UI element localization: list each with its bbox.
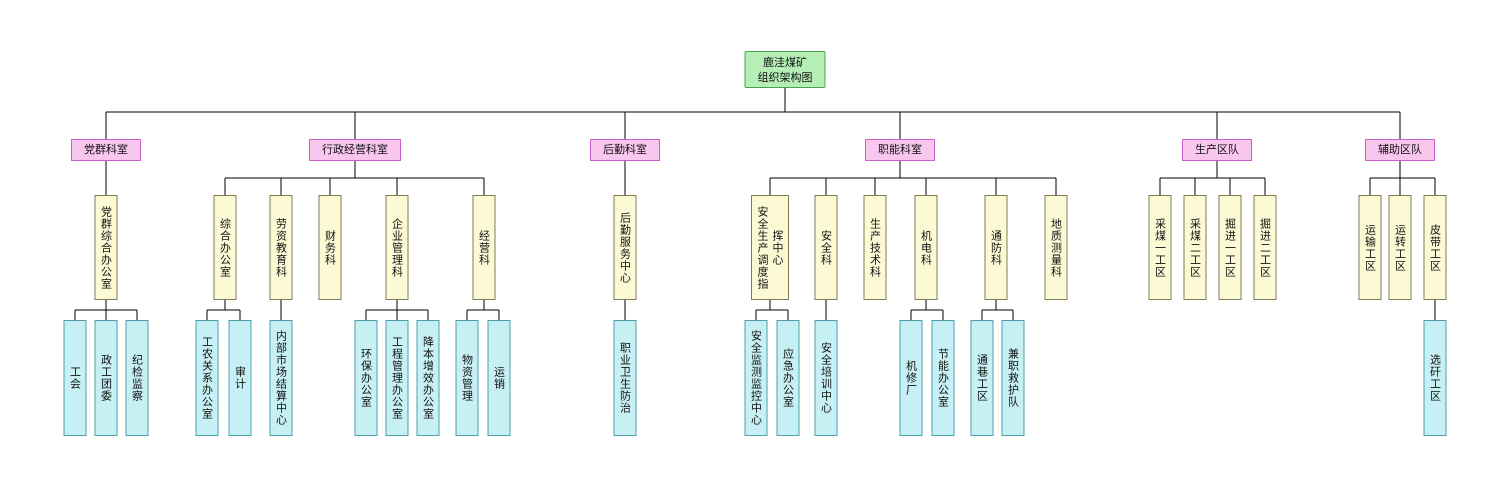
org-section-node: 采煤一工区 [1148,195,1172,300]
org-unit-node: 物资管理 [455,320,479,436]
org-section-node: 皮带工区 [1423,195,1447,300]
org-section-node: 后勤服务中心 [613,195,637,300]
org-section-node: 机电科 [914,195,938,300]
org-unit-node: 职业卫生防治 [613,320,637,436]
org-unit-node: 政工团委 [94,320,118,436]
org-unit-node: 安全监测监控中心 [744,320,768,436]
org-unit-node: 降本增效办公室 [416,320,440,436]
org-dept-node: 辅助区队 [1365,139,1435,161]
org-section-node: 财务科 [318,195,342,300]
org-section-node: 运输工区 [1358,195,1382,300]
org-section-node: 经营科 [472,195,496,300]
org-unit-node: 纪检监察 [125,320,149,436]
org-unit-node: 选矸工区 [1423,320,1447,436]
org-section-node: 通防科 [984,195,1008,300]
org-root-node: 鹿洼煤矿 组织架构图 [744,51,826,88]
org-section-node: 地质测量科 [1044,195,1068,300]
org-section-node: 安全科 [814,195,838,300]
org-section-node: 运转工区 [1388,195,1412,300]
org-section-node: 综合办公室 [213,195,237,300]
org-unit-node: 应急办公室 [776,320,800,436]
org-dept-node: 行政经营科室 [309,139,401,161]
org-unit-node: 机修厂 [899,320,923,436]
org-unit-node: 安全培训中心 [814,320,838,436]
org-unit-node: 工农关系办公室 [195,320,219,436]
org-unit-node: 节能办公室 [931,320,955,436]
org-unit-node: 工会 [63,320,87,436]
org-section-node: 党群综合办公室 [94,195,118,300]
org-unit-node: 运销 [487,320,511,436]
org-unit-node: 兼职救护队 [1001,320,1025,436]
org-dept-node: 生产区队 [1182,139,1252,161]
org-unit-node: 审计 [228,320,252,436]
org-section-node: 企业管理科 [385,195,409,300]
org-dept-node: 党群科室 [71,139,141,161]
org-section-node: 掘进一工区 [1218,195,1242,300]
org-section-node: 劳资教育科 [269,195,293,300]
org-unit-node: 环保办公室 [354,320,378,436]
org-section-node: 掘进二工区 [1253,195,1277,300]
org-section-node: 生产技术科 [863,195,887,300]
org-unit-node: 内部市场结算中心 [269,320,293,436]
org-unit-node: 工程管理办公室 [385,320,409,436]
org-section-node: 安全生产调度指挥中心 [751,195,789,300]
org-unit-node: 通巷工区 [970,320,994,436]
org-section-node: 采煤二工区 [1183,195,1207,300]
org-dept-node: 后勤科室 [590,139,660,161]
org-dept-node: 职能科室 [865,139,935,161]
